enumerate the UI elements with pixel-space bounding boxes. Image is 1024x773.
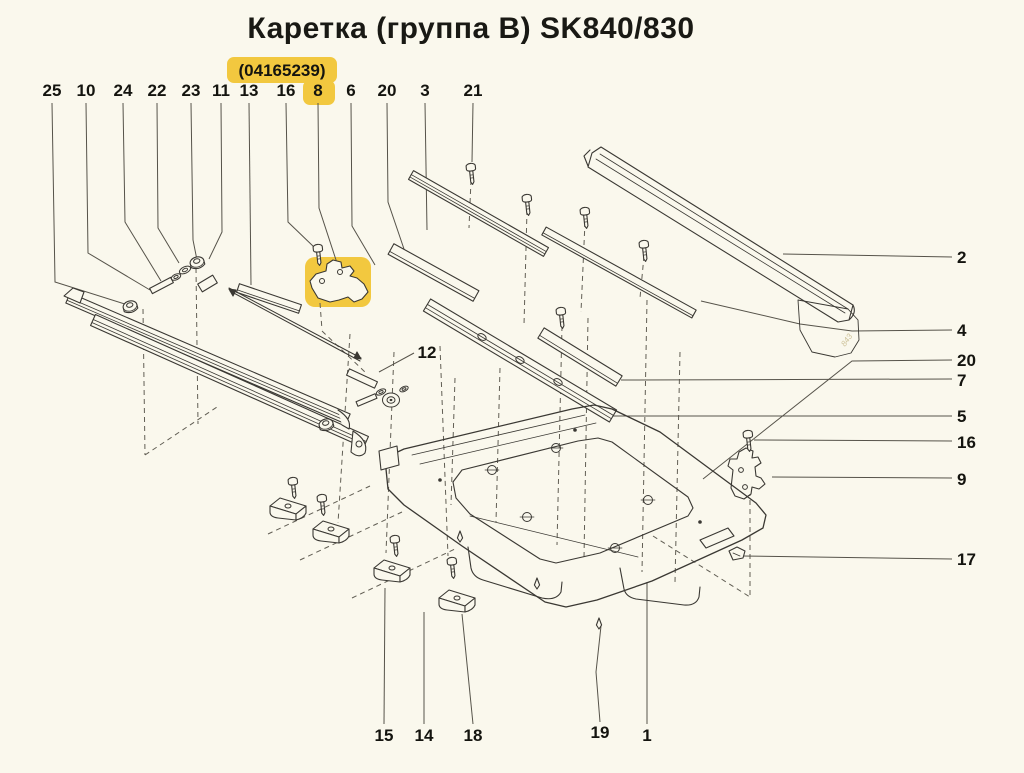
pulley-bolt	[355, 393, 378, 407]
pulley-roller	[382, 392, 400, 408]
part-label-right-16[interactable]: 16	[957, 433, 976, 452]
screw	[287, 476, 299, 499]
part-drawings: 843	[63, 146, 860, 630]
plate-11	[236, 283, 302, 314]
part-label-bottom-19[interactable]: 19	[591, 723, 610, 742]
part-4-outline	[797, 299, 860, 358]
part-label-top-24[interactable]: 24	[114, 81, 133, 100]
part-label-top-6[interactable]: 6	[346, 81, 355, 100]
part-label-right-5[interactable]: 5	[957, 407, 966, 426]
screw	[389, 534, 401, 557]
part-label-top-22[interactable]: 22	[148, 81, 167, 100]
leader-lines	[51, 102, 953, 725]
screw	[579, 206, 591, 229]
rail-5	[422, 298, 618, 423]
part-label-right-9[interactable]: 9	[957, 470, 966, 489]
nut	[318, 418, 335, 432]
screw-tip	[595, 617, 603, 630]
pad-block	[373, 559, 411, 583]
screw	[312, 243, 324, 266]
selected-part-code[interactable]: (04165239)	[239, 61, 326, 80]
pad-block	[438, 589, 476, 613]
screw-tip	[533, 577, 541, 590]
nut	[189, 256, 206, 270]
rail-end-details	[63, 287, 367, 457]
part-label-right-4[interactable]: 4	[957, 321, 967, 340]
washer	[375, 388, 387, 396]
rail-2	[583, 146, 855, 323]
washer	[399, 385, 409, 393]
washer	[170, 273, 182, 281]
plate-4	[387, 243, 480, 302]
screw	[521, 193, 533, 216]
screw	[638, 239, 650, 262]
rail-5-slots	[477, 333, 563, 386]
part-label-bottom-14[interactable]: 14	[415, 726, 434, 745]
pad-block	[312, 520, 350, 544]
part-label-right-7[interactable]: 7	[957, 371, 966, 390]
screw	[742, 429, 754, 452]
part-label-top-23[interactable]: 23	[182, 81, 201, 100]
rail-20-upper	[541, 226, 697, 319]
part-label-float-12[interactable]: 12	[418, 343, 437, 362]
part-label-top-10[interactable]: 10	[77, 81, 96, 100]
part-label-top-21[interactable]: 21	[464, 81, 483, 100]
part-12	[345, 368, 379, 389]
plate-7	[537, 327, 623, 387]
highlight-label-8	[303, 80, 335, 105]
bracket-9	[727, 447, 766, 500]
part-label-top-25[interactable]: 25	[43, 81, 62, 100]
part-label-top-8[interactable]: 8	[313, 81, 322, 100]
part-label-bottom-18[interactable]: 18	[464, 726, 483, 745]
nut	[122, 300, 139, 314]
pad-block	[269, 497, 307, 521]
part-label-bottom-15[interactable]: 15	[375, 726, 394, 745]
screw-tip	[456, 530, 464, 543]
part-label-top-16[interactable]: 16	[277, 81, 296, 100]
screw	[316, 493, 328, 516]
bracket-8	[309, 259, 369, 303]
rail-left-upper	[65, 292, 351, 425]
screw	[555, 306, 567, 329]
part-label-top-13[interactable]: 13	[240, 81, 259, 100]
print-artifact: 843	[839, 332, 854, 349]
washer	[178, 265, 192, 275]
carriage-body-1	[378, 404, 767, 608]
part-label-right-20[interactable]: 20	[957, 351, 976, 370]
part-label-top-20[interactable]: 20	[378, 81, 397, 100]
part-label-top-3[interactable]: 3	[420, 81, 429, 100]
screw	[446, 556, 458, 579]
page-title: Каретка (группа B) SK840/830	[247, 12, 695, 45]
part-label-right-2[interactable]: 2	[957, 248, 966, 267]
rail-3	[407, 170, 550, 257]
bolt-10	[149, 276, 174, 295]
cylinder-11	[197, 274, 218, 293]
part-17	[728, 546, 746, 561]
part-label-bottom-1[interactable]: 1	[642, 726, 651, 745]
part-label-right-17[interactable]: 17	[957, 550, 976, 569]
part-label-top-11[interactable]: 11	[212, 81, 230, 100]
rod-13	[228, 287, 362, 362]
highlight-part-code	[227, 57, 337, 83]
screw	[465, 162, 477, 185]
